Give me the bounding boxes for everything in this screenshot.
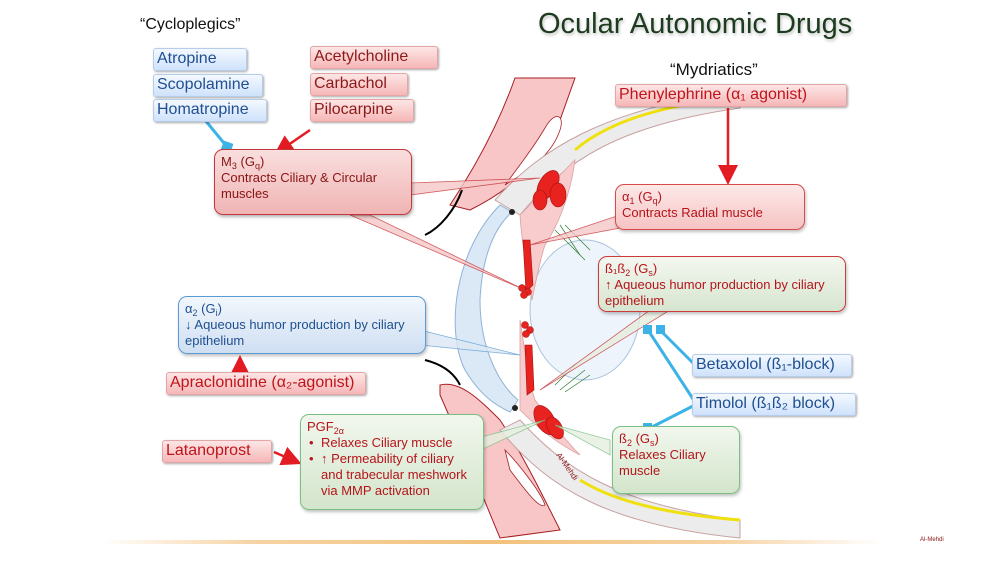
drug-timolol[interactable]: Timolol (ß₁ß₂ block) (692, 393, 856, 416)
receptor-pgf2a-header: PGF2α (307, 419, 344, 436)
receptor-beta2-effect: Relaxes Ciliary muscle (619, 447, 706, 478)
watermark: Al-Mehdi (920, 537, 944, 543)
ciliary-muscle-upper (532, 170, 567, 211)
receptor-pgf2a-box: PGF2α Relaxes Ciliary muscle ↑ Permeabil… (300, 414, 484, 510)
drug-scopolamine[interactable]: Scopolamine (153, 74, 263, 97)
drug-latanoprost[interactable]: Latanoprost (162, 440, 272, 463)
m3-callout-tail-sphincter (349, 214, 526, 291)
receptor-m3-effect: Contracts Ciliary & Circular muscles (221, 170, 378, 201)
timolol-connector-lower (649, 403, 696, 430)
cycloplegics-label: “Cycloplegics” (140, 16, 241, 33)
page-title: Ocular Autonomic Drugs (538, 8, 853, 40)
drug-carbachol[interactable]: Carbachol (310, 73, 408, 96)
radial-muscle-upper (522, 239, 534, 293)
sphincter-lower (521, 321, 534, 338)
receptor-m3-header: M3 (Gq) (221, 154, 265, 171)
drug-acetylcholine[interactable]: Acetylcholine (310, 46, 438, 69)
canal-of-schlemm-upper (509, 209, 515, 215)
drug-betaxolol[interactable]: Betaxolol (ß₁-block) (692, 354, 852, 377)
drug-apraclonidine[interactable]: Apraclonidine (α₂-agonist) (166, 372, 366, 395)
latanoprost-arrow (273, 446, 302, 466)
pgf2a-effect-item: Relaxes Ciliary muscle (309, 435, 477, 451)
receptor-alpha2-header: α2 (Gi) (185, 301, 222, 318)
receptor-beta1beta2-header: ß₁ß2 (Gs) (605, 261, 658, 278)
sclera-lower (499, 419, 741, 539)
footer-divider (100, 540, 880, 544)
beta2-callout-tail (554, 424, 611, 456)
sphincter-upper (518, 284, 532, 299)
canal-of-schlemm-lower (512, 405, 518, 411)
receptor-alpha2-effect: ↓ Aqueous humor production by ciliary ep… (185, 317, 405, 348)
receptor-alpha2-box: α2 (Gi) ↓ Aqueous humor production by ci… (178, 296, 426, 354)
pgf2a-effect-item: ↑ Permeability of ciliary and trabecular… (309, 451, 477, 499)
receptor-alpha1-effect: Contracts Radial muscle (622, 205, 763, 220)
betaxolol-connector (658, 328, 697, 367)
radial-muscle-lower (524, 344, 535, 396)
lower-tarsal-gland (504, 448, 546, 507)
receptor-beta1beta2-effect: ↑ Aqueous humor production by ciliary ep… (605, 277, 825, 308)
timolol-connector-upper (646, 329, 697, 403)
retina-lower (579, 478, 741, 522)
receptor-alpha1-box: α1 (Gq) Contracts Radial muscle (615, 184, 805, 230)
drug-atropine[interactable]: Atropine (153, 48, 247, 71)
receptor-beta2-header: ß2 (Gs) (619, 431, 659, 448)
receptor-beta1beta2-box: ß₁ß2 (Gs) ↑ Aqueous humor production by … (598, 256, 846, 312)
receptor-pgf2a-effects: Relaxes Ciliary muscle ↑ Permeability of… (307, 435, 477, 499)
cholinergic-agonist-arrow (273, 128, 311, 155)
mydriatics-label: “Mydriatics” (670, 60, 758, 79)
drug-pilocarpine[interactable]: Pilocarpine (310, 99, 414, 122)
lower-eyelash (424, 359, 461, 386)
receptor-alpha1-header: α1 (Gq) (622, 189, 662, 206)
timolol-connector-end-upper (643, 325, 652, 334)
drug-phenylephrine[interactable]: Phenylephrine (α₁ agonist) (615, 84, 847, 107)
drug-homatropine[interactable]: Homatropine (153, 99, 267, 122)
receptor-m3-box: M3 (Gq) Contracts Ciliary & Circular mus… (214, 149, 412, 215)
receptor-beta2-box: ß2 (Gs) Relaxes Ciliary muscle (612, 426, 740, 494)
betaxolol-connector-end (656, 325, 665, 334)
upper-eyelash (424, 189, 463, 236)
